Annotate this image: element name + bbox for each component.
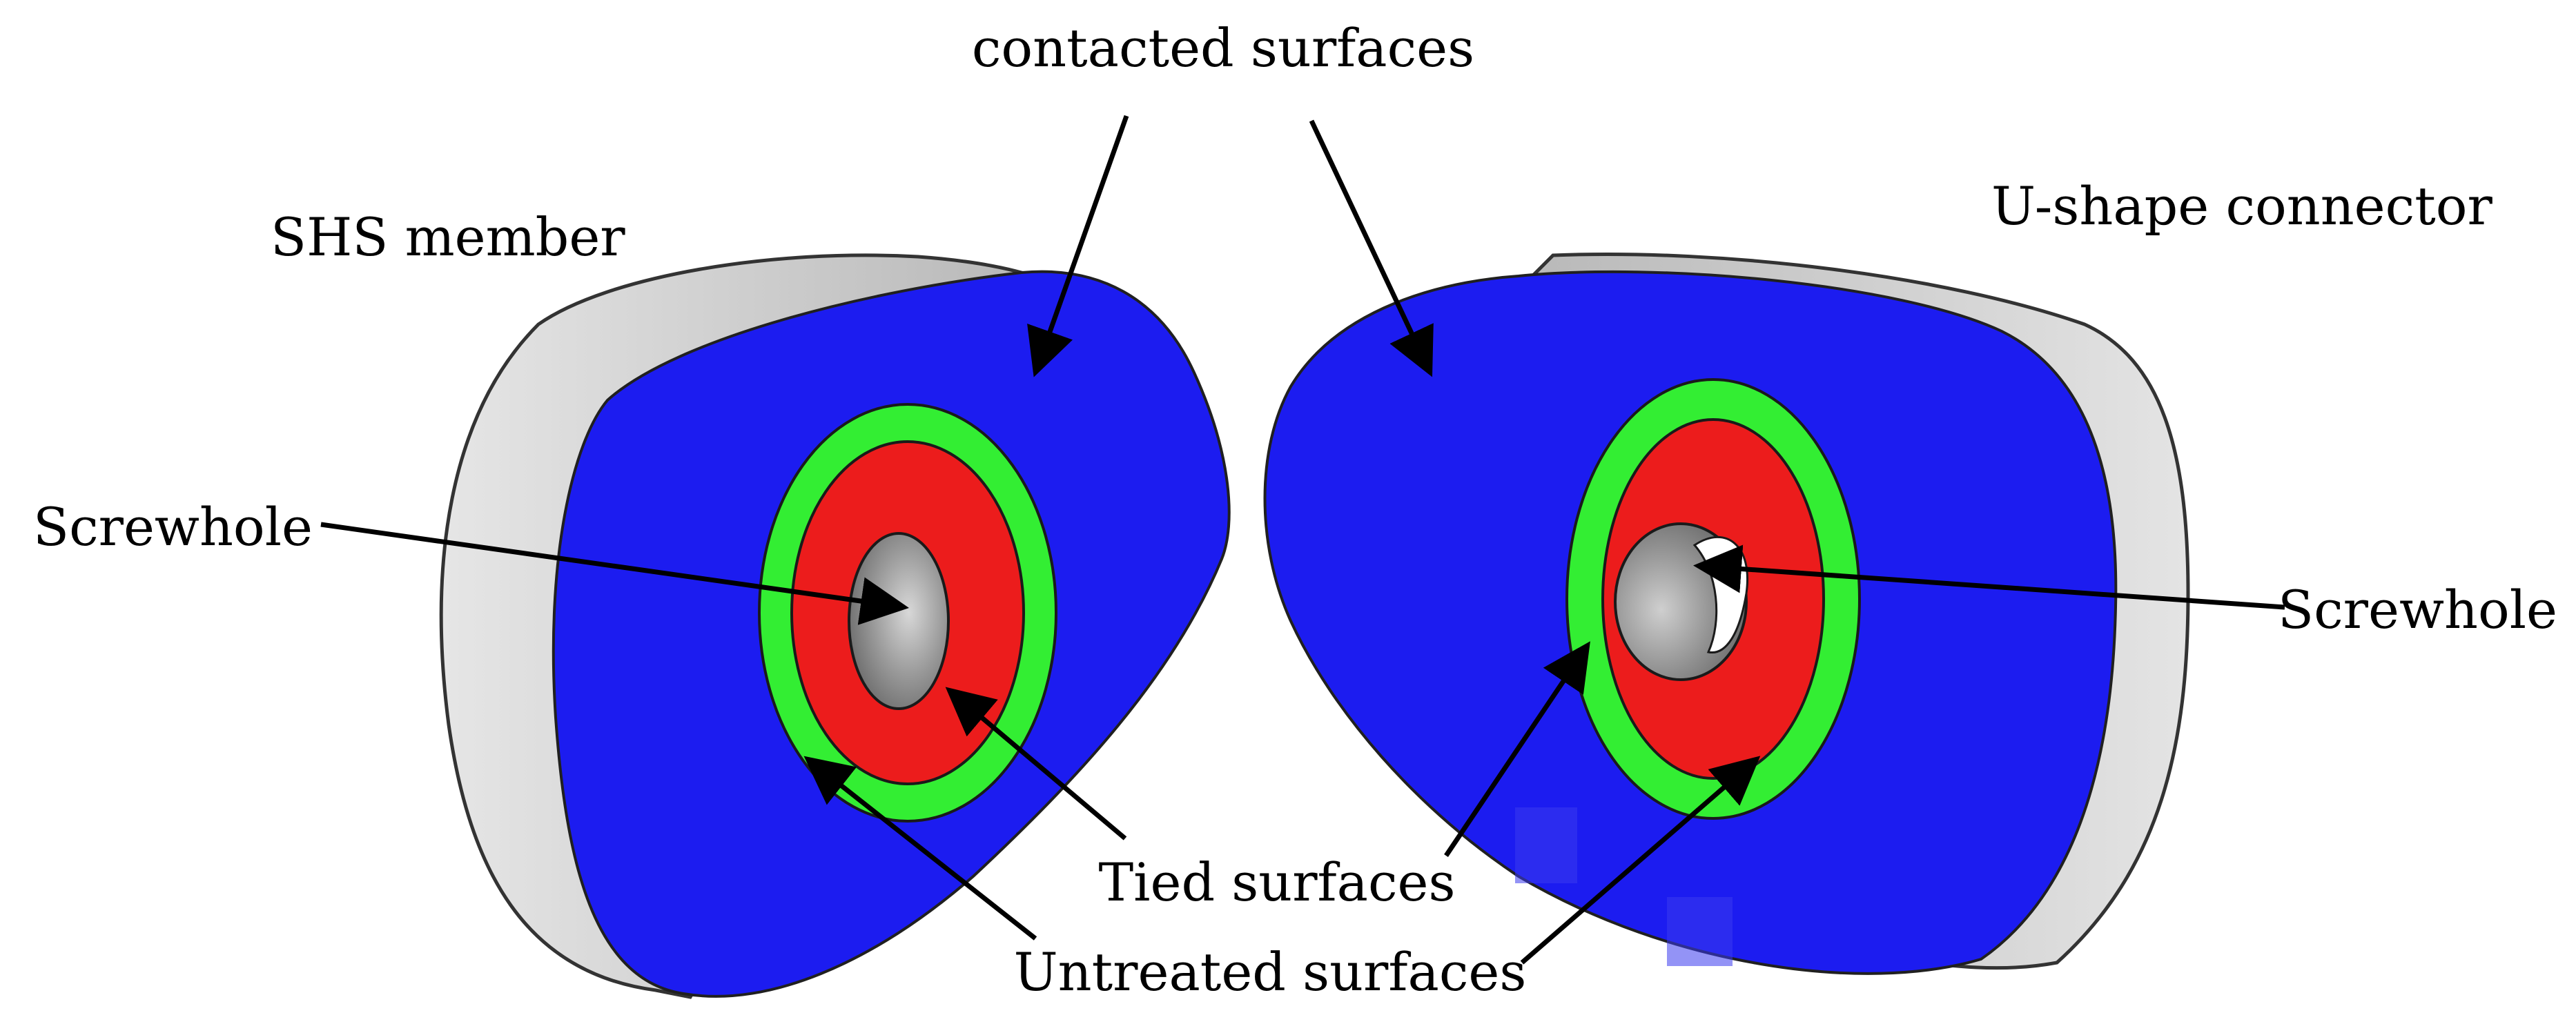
label-untreated-surfaces: Untreated surfaces: [1014, 941, 1527, 1003]
arrow-screwhole-right: [1693, 544, 2285, 610]
label-u-shape-connector: U-shape connector: [1991, 175, 2492, 237]
label-screwhole-left: Screwhole: [33, 496, 313, 558]
arrow-untreated-left: [803, 756, 1037, 941]
u-shape-connector-mesh-patch: [1667, 897, 1733, 966]
arrow-contacted-right: [1309, 119, 1434, 377]
arrow-screwhole-left: [320, 522, 909, 625]
u-shape-connector-part: [1263, 252, 2190, 975]
label-tied-surfaces: Tied surfaces: [1098, 852, 1455, 913]
label-contacted-surfaces: contacted surfaces: [972, 17, 1474, 79]
arrow-contacted-left: [1027, 115, 1129, 377]
label-shs-member: SHS member: [271, 206, 625, 268]
shs-member-screwhole: [848, 532, 950, 710]
arrow-untreated-right: [1520, 756, 1761, 965]
label-screwhole-right: Screwhole: [2278, 579, 2557, 640]
arrow-tied-right: [1444, 641, 1590, 857]
leader-arrows: [320, 115, 2285, 965]
u-shape-connector-mesh-patch: [1515, 807, 1577, 883]
arrow-tied-left: [945, 687, 1127, 840]
